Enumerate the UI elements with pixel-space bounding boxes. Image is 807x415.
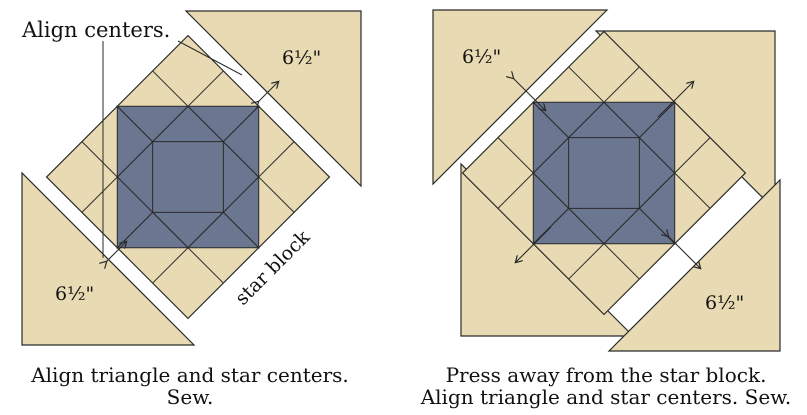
right-align-arrow-bottom bbox=[668, 236, 700, 268]
right-triangle-bottom-label: 6½" bbox=[705, 292, 744, 314]
right-caption-line2: Align triangle and star centers. Sew. bbox=[420, 385, 792, 409]
right-align-arrow-top bbox=[513, 78, 545, 110]
right-panel: 6½" 6½" bbox=[432, 9, 781, 352]
left-panel: Align centers. 6½" 6½" star block bbox=[21, 10, 362, 346]
left-caption-line1: Align triangle and star centers. bbox=[31, 363, 349, 387]
right-caption-line1: Press away from the star block. bbox=[445, 363, 767, 387]
press-arrow-bottom-left bbox=[516, 226, 552, 262]
left-caption: Align triangle and star centers. Sew. bbox=[0, 364, 380, 408]
left-triangle-top-label: 6½" bbox=[282, 47, 321, 69]
left-align-arrow-top bbox=[258, 82, 278, 102]
left-triangle-bottom-label: 6½" bbox=[55, 283, 94, 305]
right-triangle-top-label: 6½" bbox=[462, 46, 501, 68]
callout-leader-top bbox=[177, 40, 243, 76]
left-align-arrow-bottom bbox=[106, 242, 126, 262]
press-arrow-top-right bbox=[657, 82, 693, 118]
callout-align-centers: Align centers. bbox=[21, 18, 170, 42]
right-caption: Press away from the star block. Align tr… bbox=[405, 364, 807, 408]
left-caption-line2: Sew. bbox=[166, 385, 214, 409]
